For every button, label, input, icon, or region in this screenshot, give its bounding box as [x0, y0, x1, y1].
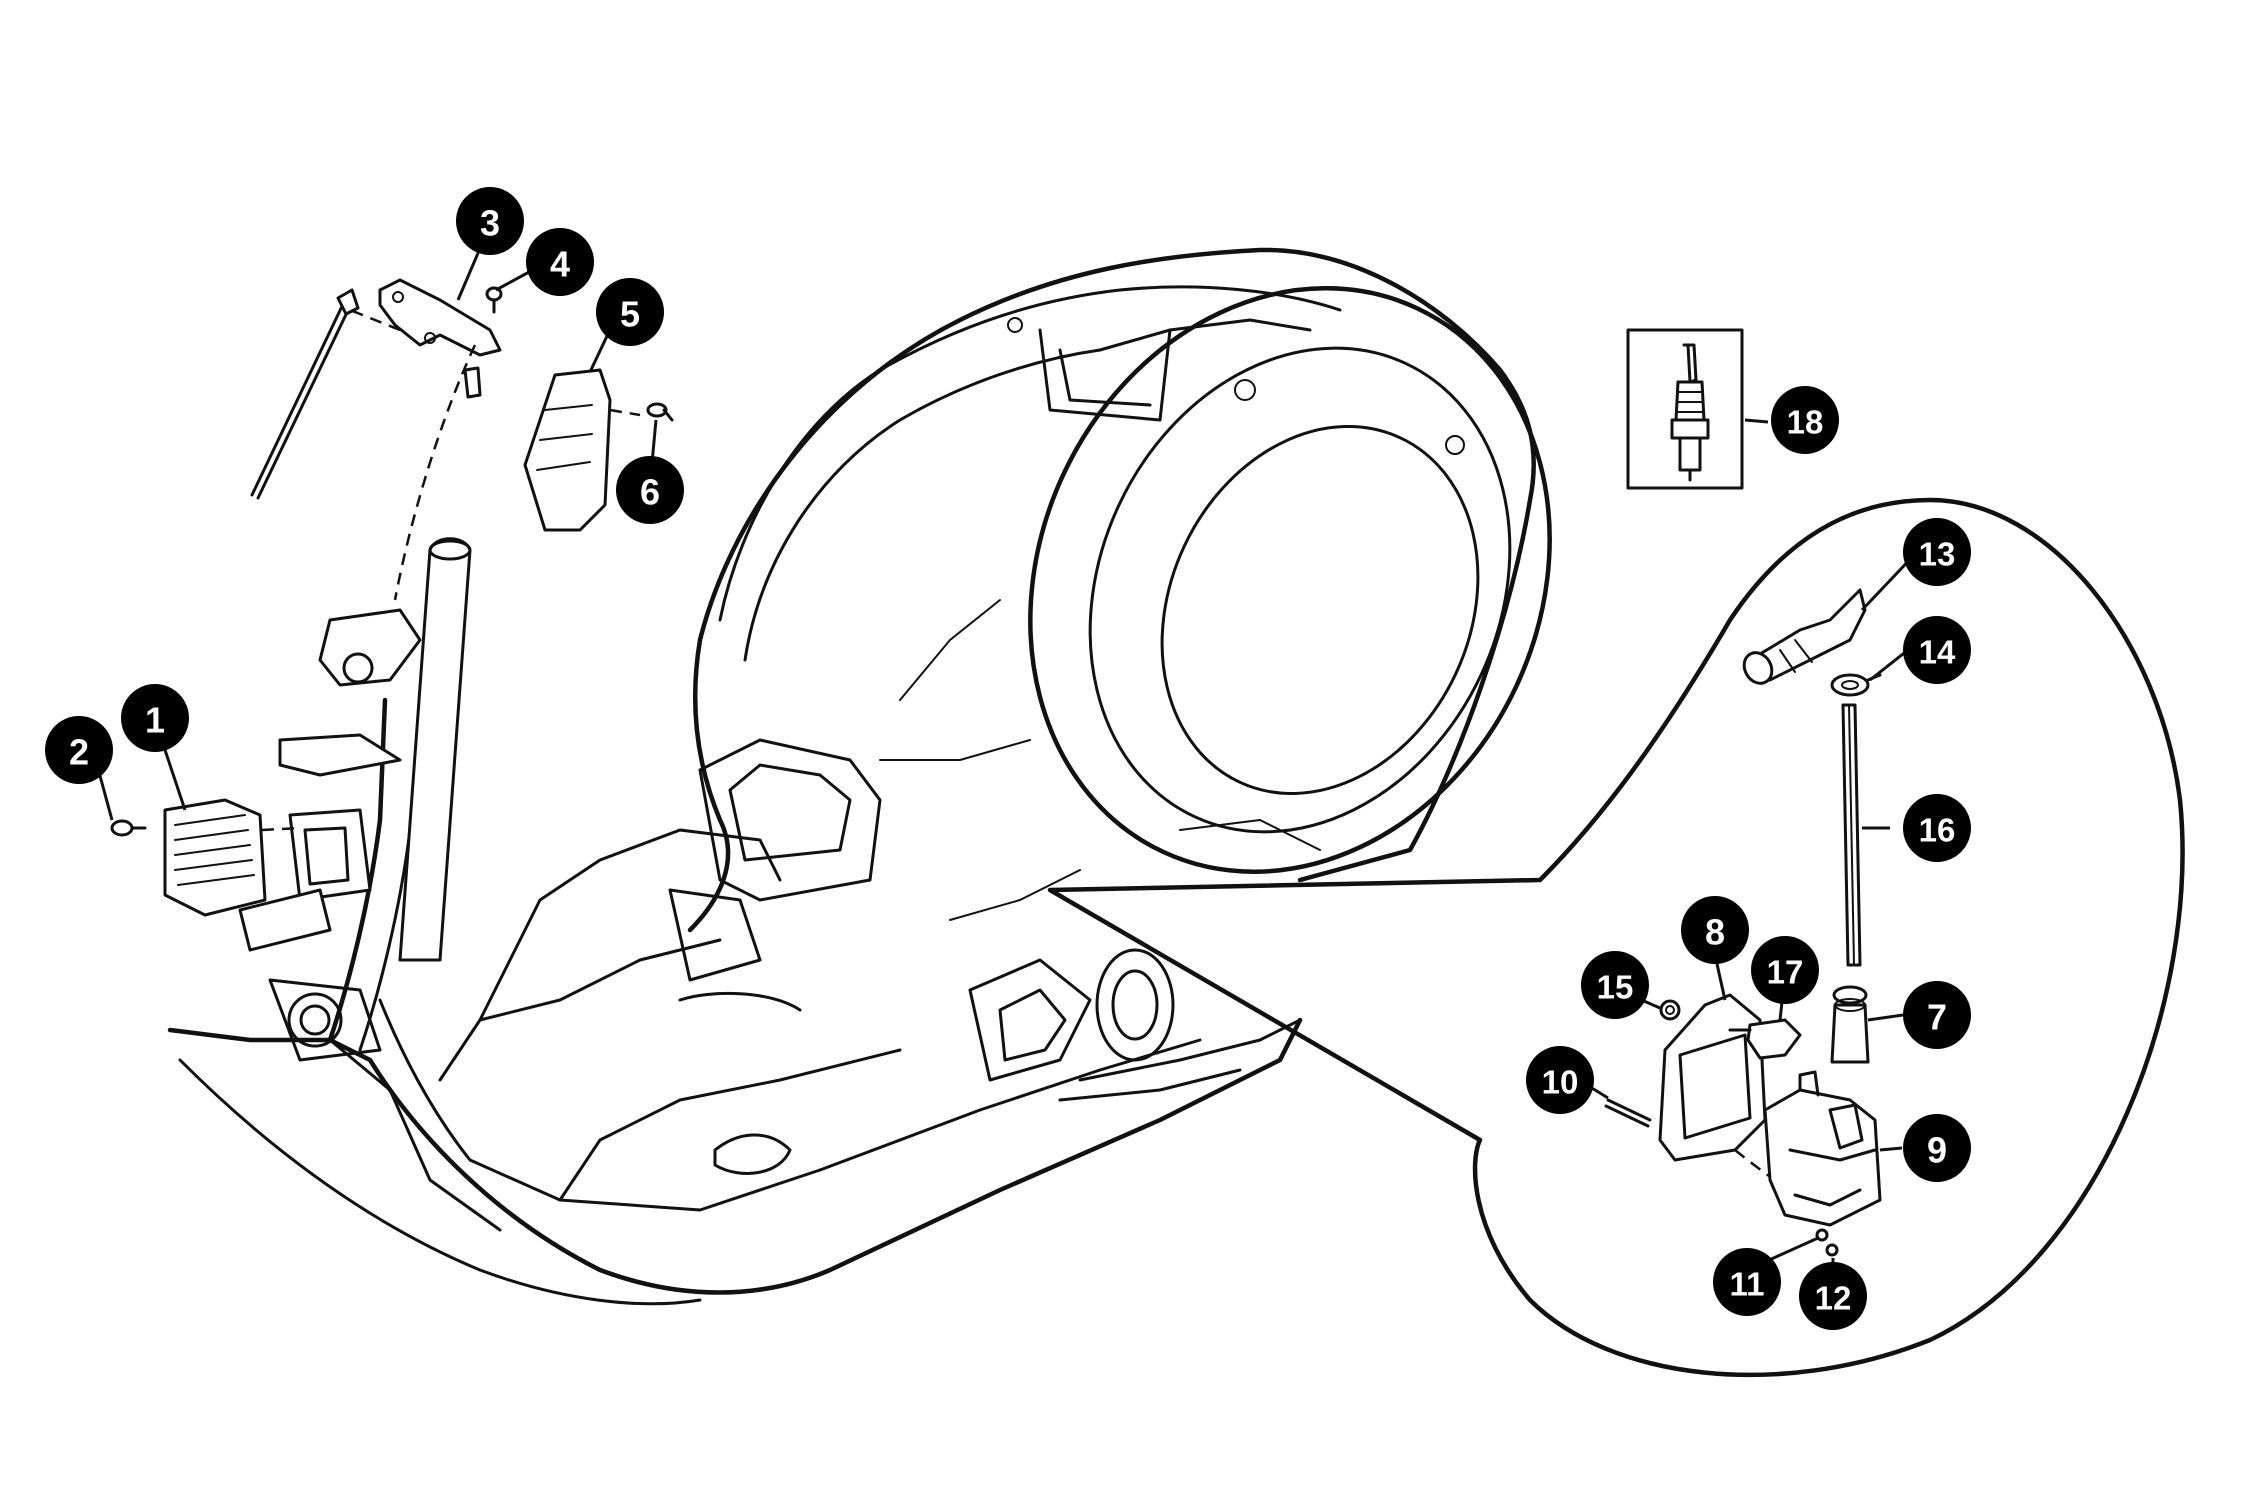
callout-3: 3	[456, 187, 524, 255]
callout-11-label: 11	[1730, 1266, 1765, 1303]
spark-plug-inset	[1626, 328, 1744, 490]
part-screw-4	[485, 286, 503, 314]
part-bolt-10	[1604, 1098, 1652, 1128]
part-rod-16	[1841, 703, 1862, 967]
callout-4: 4	[526, 228, 594, 296]
callout-1: 1	[121, 684, 189, 752]
callout-12-label: 12	[1815, 1280, 1852, 1317]
callout-16: 16	[1903, 794, 1971, 862]
callout-8-label: 8	[1705, 912, 1725, 953]
callout-14-label: 14	[1919, 634, 1956, 671]
callout-6-label: 6	[640, 472, 660, 513]
callout-15-label: 15	[1597, 969, 1634, 1006]
part-screw-2	[110, 819, 147, 837]
detail-bubble	[1047, 497, 2185, 1378]
callout-3-label: 3	[480, 203, 500, 244]
callout-10: 10	[1526, 1046, 1594, 1114]
callout-15: 15	[1581, 951, 1649, 1019]
callout-7-label: 7	[1927, 997, 1947, 1038]
part-cap-7	[1830, 985, 1870, 1064]
part-bracket-3	[349, 278, 502, 601]
callout-5: 5	[596, 278, 664, 346]
callout-2-label: 2	[69, 732, 89, 773]
callout-13: 13	[1903, 518, 1971, 586]
callout-17: 17	[1751, 936, 1819, 1004]
callout-4-label: 4	[550, 244, 570, 285]
callout-14: 14	[1903, 616, 1971, 684]
callout-11: 11	[1713, 1248, 1781, 1316]
callout-9-label: 9	[1927, 1130, 1947, 1171]
callout-18-label: 18	[1787, 404, 1824, 441]
callout-7: 7	[1903, 981, 1971, 1049]
callout-2: 2	[45, 716, 113, 784]
scooter-frame	[167, 247, 1552, 1306]
part-plate-8	[1658, 993, 1801, 1197]
callout-1-label: 1	[145, 700, 165, 741]
part-connector-17	[1728, 1018, 1802, 1060]
callout-5-label: 5	[620, 294, 640, 335]
part-control-unit	[523, 368, 641, 532]
callout-8: 8	[1681, 896, 1749, 964]
part-screws-11-12	[1815, 1228, 1839, 1257]
part-sensor-13	[1742, 588, 1867, 685]
part-ignition-coil-9	[1763, 1070, 1882, 1227]
steering-column	[238, 537, 472, 962]
callout-18: 18	[1771, 386, 1839, 454]
callout-9: 9	[1903, 1114, 1971, 1182]
part-nut-15	[1659, 999, 1681, 1021]
part-voltage-regulator	[163, 798, 301, 917]
callout-17-label: 17	[1767, 954, 1804, 991]
callout-6: 6	[616, 456, 684, 524]
callout-13-label: 13	[1919, 536, 1956, 573]
callout-10-label: 10	[1542, 1064, 1579, 1101]
part-cable-tie	[250, 288, 360, 500]
part-screw-6	[646, 402, 674, 422]
callout-16-label: 16	[1919, 812, 1956, 849]
callout-12: 12	[1799, 1262, 1867, 1330]
